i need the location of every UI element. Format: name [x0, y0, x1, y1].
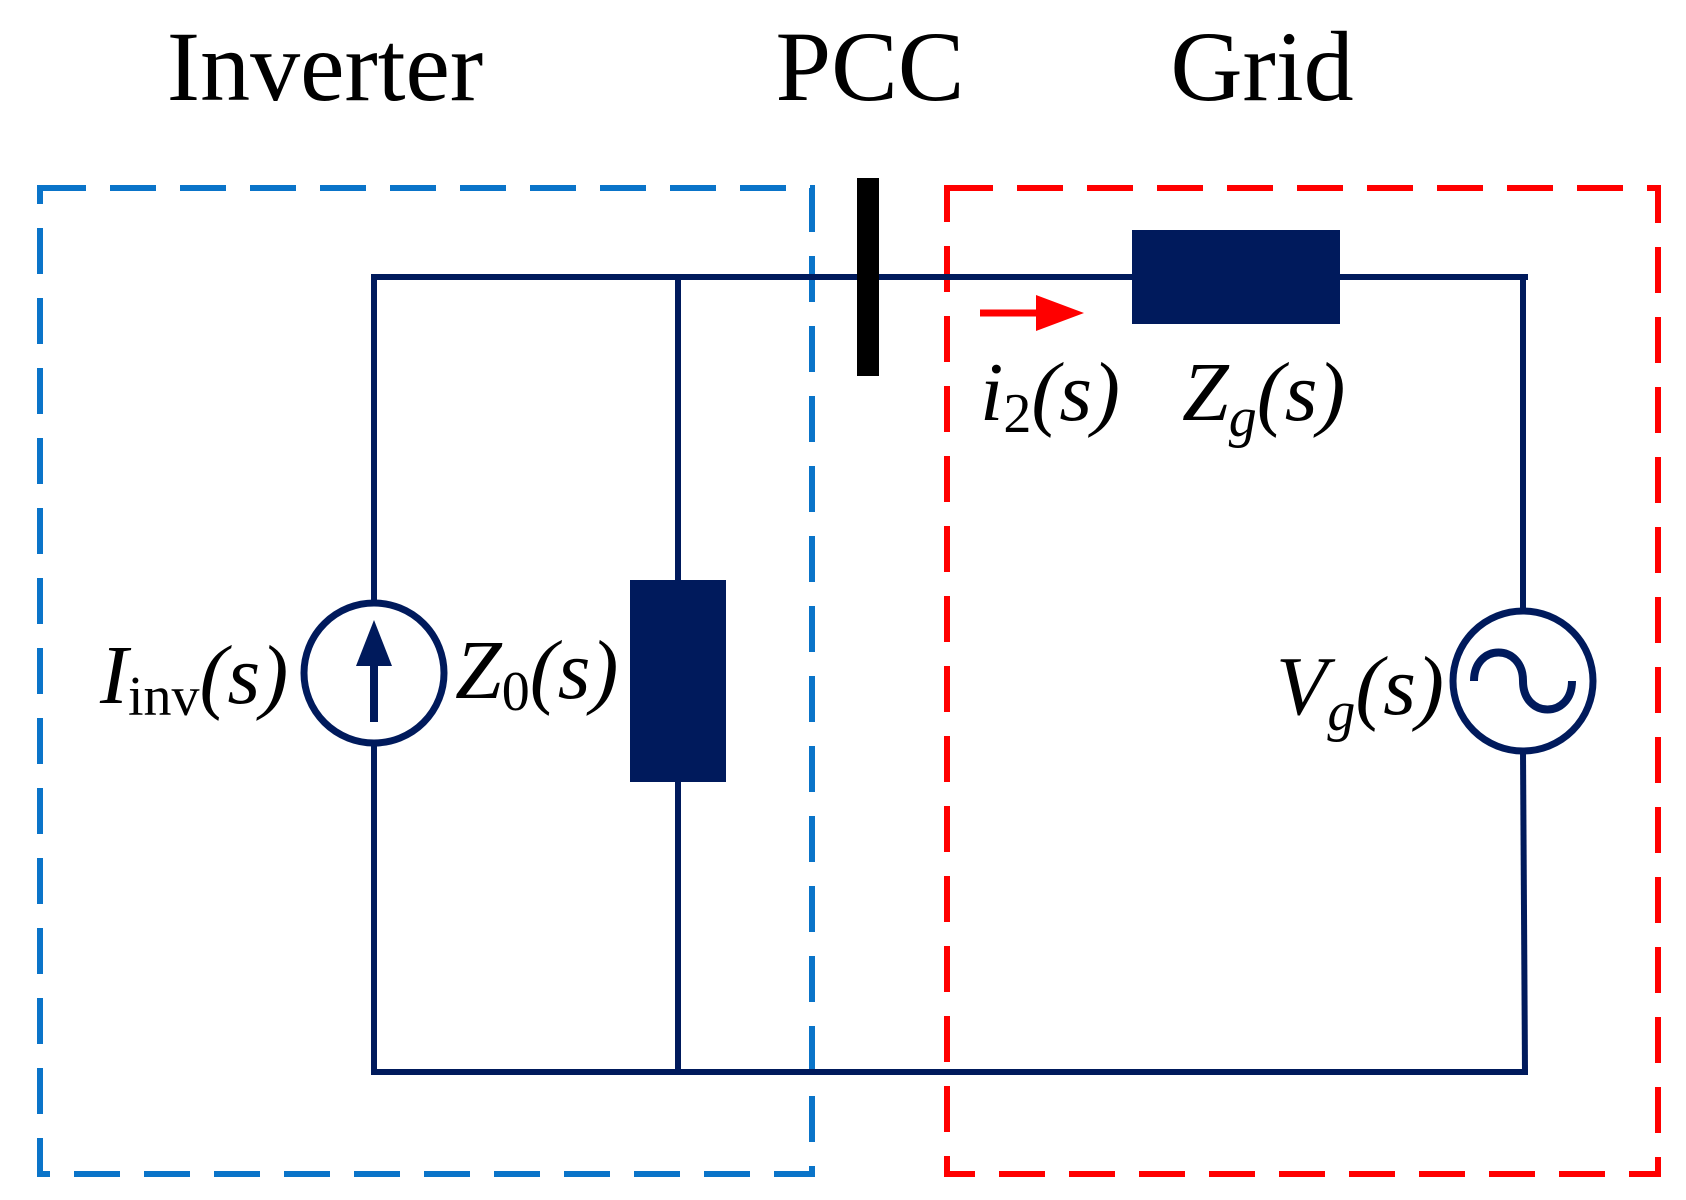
- iinv-label: Iinv(s): [99, 629, 288, 728]
- grid-title: Grid: [1170, 11, 1353, 122]
- zg-label: Zg(s): [1182, 346, 1345, 449]
- current-source-icon: [300, 599, 448, 747]
- z0-impedance: [630, 580, 726, 782]
- pcc-bar: [857, 178, 879, 376]
- vg-label: Vg(s): [1276, 640, 1444, 743]
- inverter-title: Inverter: [167, 11, 483, 122]
- circuit-wires: [371, 274, 1529, 1076]
- zg-impedance: [1132, 230, 1340, 324]
- pcc-title: PCC: [775, 11, 964, 122]
- current-direction-arrow-icon: [980, 295, 1084, 331]
- grid-region-box: [944, 185, 1661, 1177]
- i2-label: i2(s): [980, 346, 1120, 445]
- z0-label: Z0(s): [455, 624, 618, 723]
- right-wire-bottom: [1519, 748, 1529, 1076]
- inverter-region-box: [37, 185, 815, 1177]
- ac-source-icon: [1449, 607, 1597, 755]
